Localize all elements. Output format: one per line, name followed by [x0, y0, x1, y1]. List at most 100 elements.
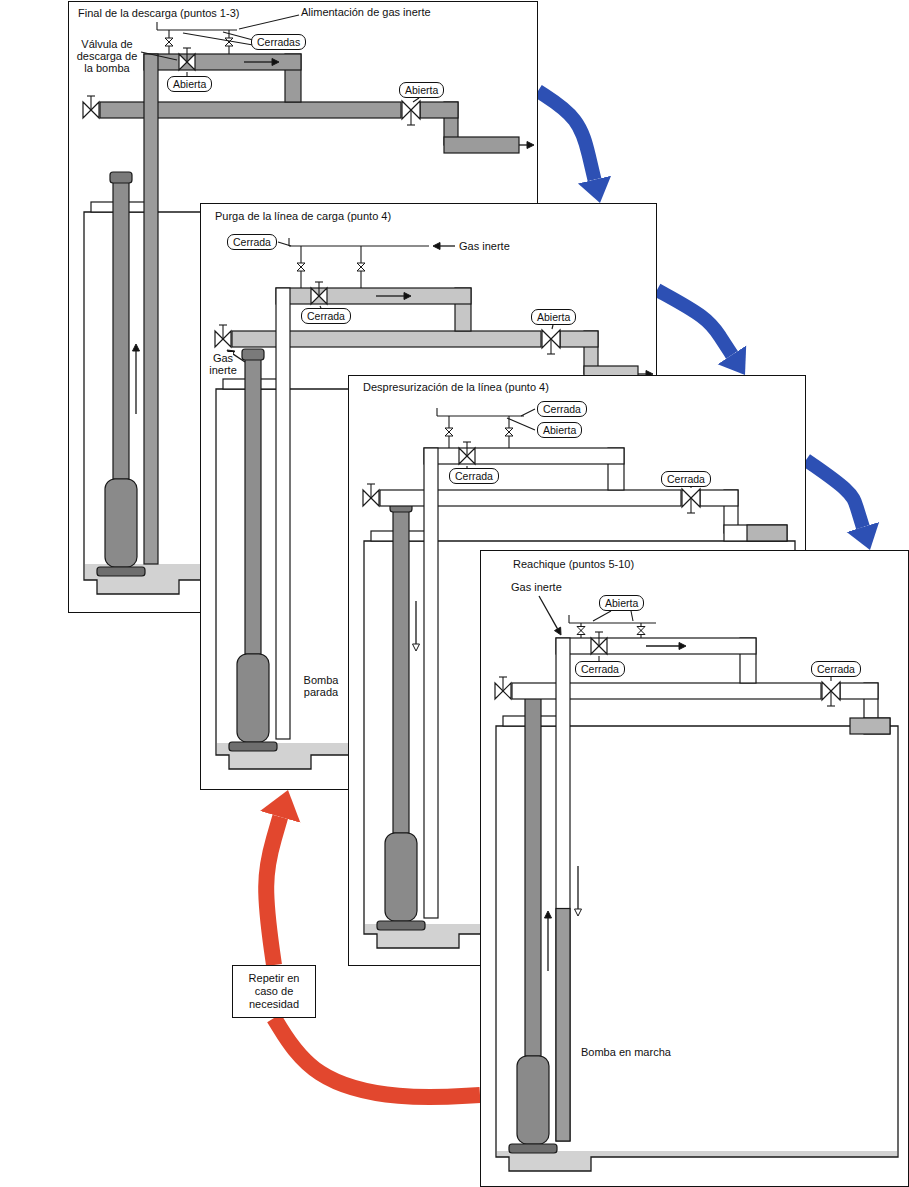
riser-liquid — [556, 909, 570, 1142]
inert-gas-line — [437, 415, 524, 416]
box-text: Abierta — [405, 84, 438, 96]
leader-line — [278, 242, 291, 246]
flow-arrow-line — [539, 596, 558, 629]
outlet-residue — [850, 718, 890, 734]
valve-stem — [186, 48, 187, 62]
step-panel: Reachique (puntos 5-10)AbiertaCerradaCer… — [480, 550, 909, 1187]
inert-gas-line — [289, 245, 429, 246]
flow-arrow-head — [679, 643, 686, 650]
inert-gas-vent — [436, 408, 437, 416]
outlet-pipe — [420, 102, 458, 118]
pump-motor — [237, 654, 269, 742]
pump-column — [525, 696, 541, 1056]
flow-arrow-line — [577, 866, 578, 909]
box-text: Repetir en caso de necesidad — [249, 972, 300, 1010]
flow-arrow-line — [547, 918, 548, 971]
valve-stem — [466, 442, 467, 456]
box-text: Cerrada — [307, 310, 345, 322]
flow-arrow-head — [575, 909, 582, 916]
inert-gas-vent — [156, 22, 157, 30]
leader-line — [552, 325, 553, 329]
gas-label: Gas inerte — [459, 240, 510, 252]
panel-title: Purga de la línea de carga (punto 4) — [213, 210, 393, 223]
discharge-pipe — [556, 638, 756, 654]
inert-gas-line — [569, 622, 656, 623]
flow-arrow-line — [415, 601, 416, 644]
pump-head — [110, 172, 132, 183]
valve-handle — [315, 281, 323, 282]
valve-state-tag: Abierta — [167, 76, 212, 92]
valve-stem — [690, 498, 691, 513]
valve-handle — [687, 512, 695, 513]
pump-impeller — [509, 1144, 557, 1153]
valve-handle — [87, 95, 95, 96]
flow-arrow-line — [135, 351, 136, 414]
discharge-pipe — [276, 288, 471, 304]
valve-handle — [463, 441, 471, 442]
outlet-pipe — [724, 525, 787, 541]
panel-title: Final de la descarga (puntos 1-3) — [76, 7, 241, 20]
pump-motor — [517, 1056, 549, 1144]
box-text: Abierta — [605, 597, 638, 609]
flow-arrow — [266, 817, 280, 965]
flow-arrow — [274, 1018, 480, 1097]
box-text: Cerrada — [817, 663, 855, 675]
feed-label: Alimentación de gas inerte — [301, 6, 431, 18]
valve-state-tag: Abierta — [531, 309, 576, 325]
gas-label: Gas inerte — [209, 352, 237, 376]
flow-arrow-head — [413, 644, 420, 651]
gas-label: Gas inerte — [205, 352, 241, 376]
outlet-pipe — [700, 490, 738, 506]
riser-pipe — [144, 54, 158, 564]
box-text: Abierta — [173, 78, 206, 90]
valve-handle — [407, 124, 415, 125]
flow-arrow-head — [404, 293, 411, 300]
valve-handle — [499, 676, 507, 677]
valve-symbol — [165, 38, 173, 46]
flow-arrow-head — [133, 344, 140, 351]
flow-arrow — [538, 91, 595, 180]
valve-label: Válvula de descarga de la bomba — [77, 38, 138, 74]
panel-illustration — [481, 551, 909, 1187]
pump-state-label: Bomba en marcha — [581, 1046, 671, 1058]
valve-stem — [550, 339, 551, 354]
pump-head — [242, 349, 264, 360]
valve-handle — [367, 483, 375, 484]
valve-stem — [90, 96, 91, 110]
box-text: Cerrada — [667, 473, 705, 485]
valve-state-tag: Cerrada — [661, 471, 711, 487]
valve-stem — [318, 282, 319, 296]
pump-motor — [385, 833, 417, 921]
valve-symbol — [577, 627, 585, 635]
valve-label: Válvula de descarga de la bomba — [73, 38, 141, 74]
valve-handle — [547, 353, 555, 354]
repeat-note: Repetir en caso de necesidad — [232, 965, 316, 1018]
panel-title: Despresurización de la línea (punto 4) — [361, 381, 551, 394]
flow-arrow-line — [376, 295, 404, 296]
flow-arrow-head — [527, 142, 534, 149]
valve-symbol — [505, 428, 513, 436]
liquid-level — [497, 1151, 897, 1171]
leader-line — [223, 32, 253, 40]
gas-label: Gas inerte — [511, 581, 562, 593]
riser-pipe — [276, 288, 290, 739]
leader-line — [183, 33, 253, 45]
valve-symbol — [445, 428, 453, 436]
box-text: Cerrada — [581, 663, 619, 675]
pump-impeller — [229, 742, 277, 751]
pump-state-label: Bomba parada — [304, 674, 339, 698]
pump-motor — [105, 479, 137, 567]
flow-arrow-line — [244, 61, 272, 62]
leader-line — [239, 15, 299, 29]
flow-arrow-head — [555, 627, 561, 635]
valve-state-tag: Cerrada — [449, 468, 499, 484]
riser-pipe — [424, 448, 438, 918]
valve-symbol — [225, 38, 233, 46]
valve-state-tag: Cerrada — [301, 308, 351, 324]
valve-stem — [410, 110, 411, 125]
box-text: Abierta — [537, 311, 570, 323]
pump-state-label: Bomba parada — [299, 674, 343, 698]
flow-arrow — [806, 460, 863, 527]
valve-state-tag: Cerradas — [251, 34, 306, 50]
valve-stem — [222, 325, 223, 339]
